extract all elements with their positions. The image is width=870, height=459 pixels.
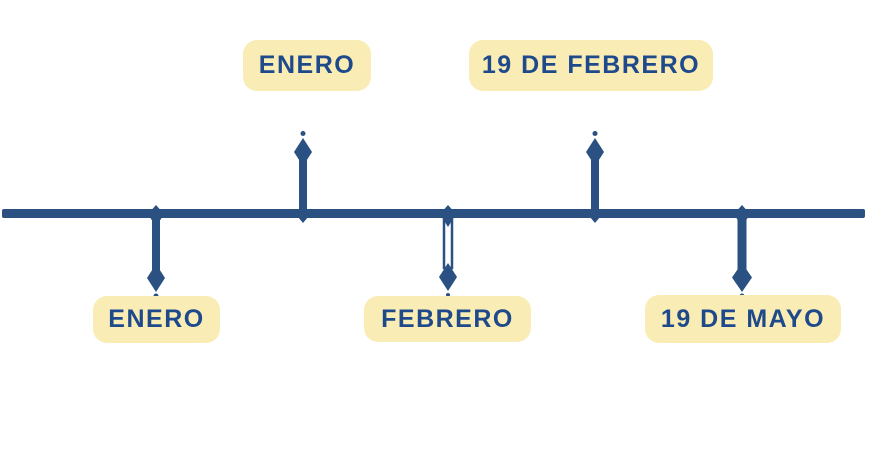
timeline-label-19-de-mayo-bottom: 19 DE MAYO	[645, 295, 841, 343]
timeline-label-enero-top: ENERO	[243, 40, 371, 91]
up-arrow-enero	[294, 131, 312, 223]
down-arrow-febrero	[439, 205, 457, 297]
timeline-label-enero-bottom: ENERO	[93, 296, 220, 343]
timeline-label-19-de-febrero-top: 19 DE FEBRERO	[469, 40, 713, 91]
down-arrow-19-de-mayo	[732, 205, 752, 299]
up-arrow-19-de-febrero	[586, 131, 604, 223]
down-arrow-enero	[147, 205, 165, 299]
timeline-axis-line	[2, 209, 865, 218]
timeline-label-febrero-bottom: FEBRERO	[364, 296, 531, 342]
